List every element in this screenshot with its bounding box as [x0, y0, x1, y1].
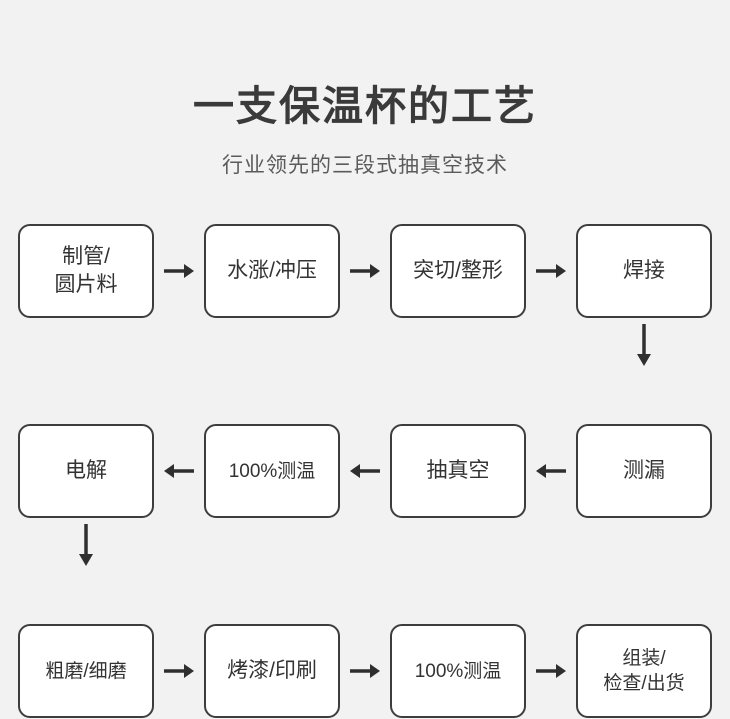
node-line: 烤漆/印刷 — [227, 659, 317, 683]
arrow-down-icon — [629, 319, 659, 371]
arrow-right-icon — [532, 261, 570, 281]
flow-node-hydroforming: 水涨/冲压 — [204, 224, 340, 319]
node-line: 100%测温 — [414, 660, 502, 682]
flow-node-paint-print: 烤漆/印刷 — [204, 624, 340, 719]
flow-row-3: 粗磨/细磨 烤漆/印刷 100%测温 组装/ 检查/出货 — [18, 623, 712, 719]
node-line: 制管/ — [62, 245, 110, 269]
flow-row-1: 制管/ 圆片料 水涨/冲压 突切/整形 焊接 — [18, 223, 712, 319]
process-flow-diagram: 制管/ 圆片料 水涨/冲压 突切/整形 焊接 — [0, 223, 730, 719]
node-line: 焊接 — [623, 259, 665, 283]
node-line: 电解 — [65, 459, 107, 483]
node-line: 组装/ — [622, 648, 666, 670]
arrow-left-icon — [346, 461, 384, 481]
flow-node-vacuum: 抽真空 — [390, 424, 526, 519]
flow-node-leak-test: 测漏 — [576, 424, 712, 519]
flow-node-grinding: 粗磨/细磨 — [18, 624, 154, 719]
page-header: 一支保温杯的工艺 行业领先的三段式抽真空技术 — [0, 0, 730, 179]
flow-node-trim-shape: 突切/整形 — [390, 224, 526, 319]
flow-node-welding: 焊接 — [576, 224, 712, 319]
node-line: 突切/整形 — [413, 259, 503, 283]
node-line: 100%测温 — [228, 460, 316, 482]
node-line: 抽真空 — [426, 459, 490, 483]
arrow-right-icon — [346, 661, 384, 681]
node-line: 检查/出货 — [603, 673, 685, 695]
flow-node-temperature-test-2: 100%测温 — [390, 624, 526, 719]
arrow-right-icon — [346, 261, 384, 281]
flow-node-assembly-shipping: 组装/ 检查/出货 — [576, 624, 712, 719]
arrow-left-icon — [160, 461, 198, 481]
node-line: 测漏 — [623, 459, 665, 483]
arrow-right-icon — [160, 261, 198, 281]
flow-node-electrolysis: 电解 — [18, 424, 154, 519]
arrow-right-icon — [160, 661, 198, 681]
node-line: 水涨/冲压 — [227, 259, 317, 283]
flow-node-temperature-test-1: 100%测温 — [204, 424, 340, 519]
page-subtitle: 行业领先的三段式抽真空技术 — [222, 154, 508, 178]
flow-row-2: 电解 100%测温 抽真空 测漏 — [18, 423, 712, 519]
flow-node-tube-forming: 制管/ 圆片料 — [18, 224, 154, 319]
node-line: 粗磨/细磨 — [45, 660, 127, 682]
arrow-right-icon — [532, 661, 570, 681]
node-line: 圆片料 — [54, 273, 118, 297]
arrow-left-icon — [532, 461, 570, 481]
connector-row1-to-row2 — [18, 319, 712, 371]
arrow-down-icon — [71, 519, 101, 571]
connector-row2-to-row3 — [18, 519, 712, 571]
page-title: 一支保温杯的工艺 — [193, 83, 537, 129]
